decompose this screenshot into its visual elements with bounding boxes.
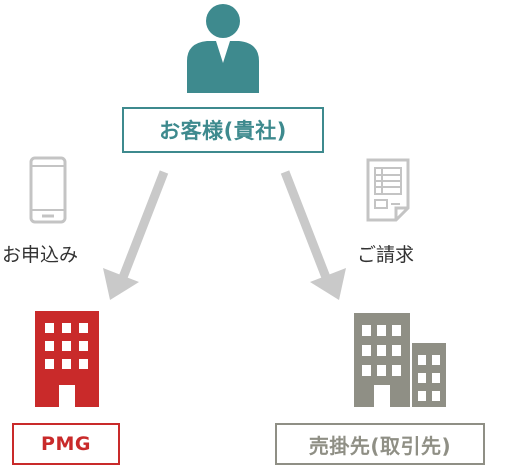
invoice-document-icon (366, 158, 410, 222)
person-icon (187, 4, 259, 93)
smartphone-icon (29, 156, 67, 224)
buildings-icon (354, 313, 446, 407)
building-icon (35, 311, 99, 407)
apply-label: お申込み (2, 244, 79, 266)
partner-label: 売掛先(取引先) (275, 423, 485, 465)
customer-label: お客様(貴社) (122, 107, 324, 153)
pmg-label: PMG (12, 423, 120, 465)
invoice-label: ご請求 (357, 244, 415, 266)
